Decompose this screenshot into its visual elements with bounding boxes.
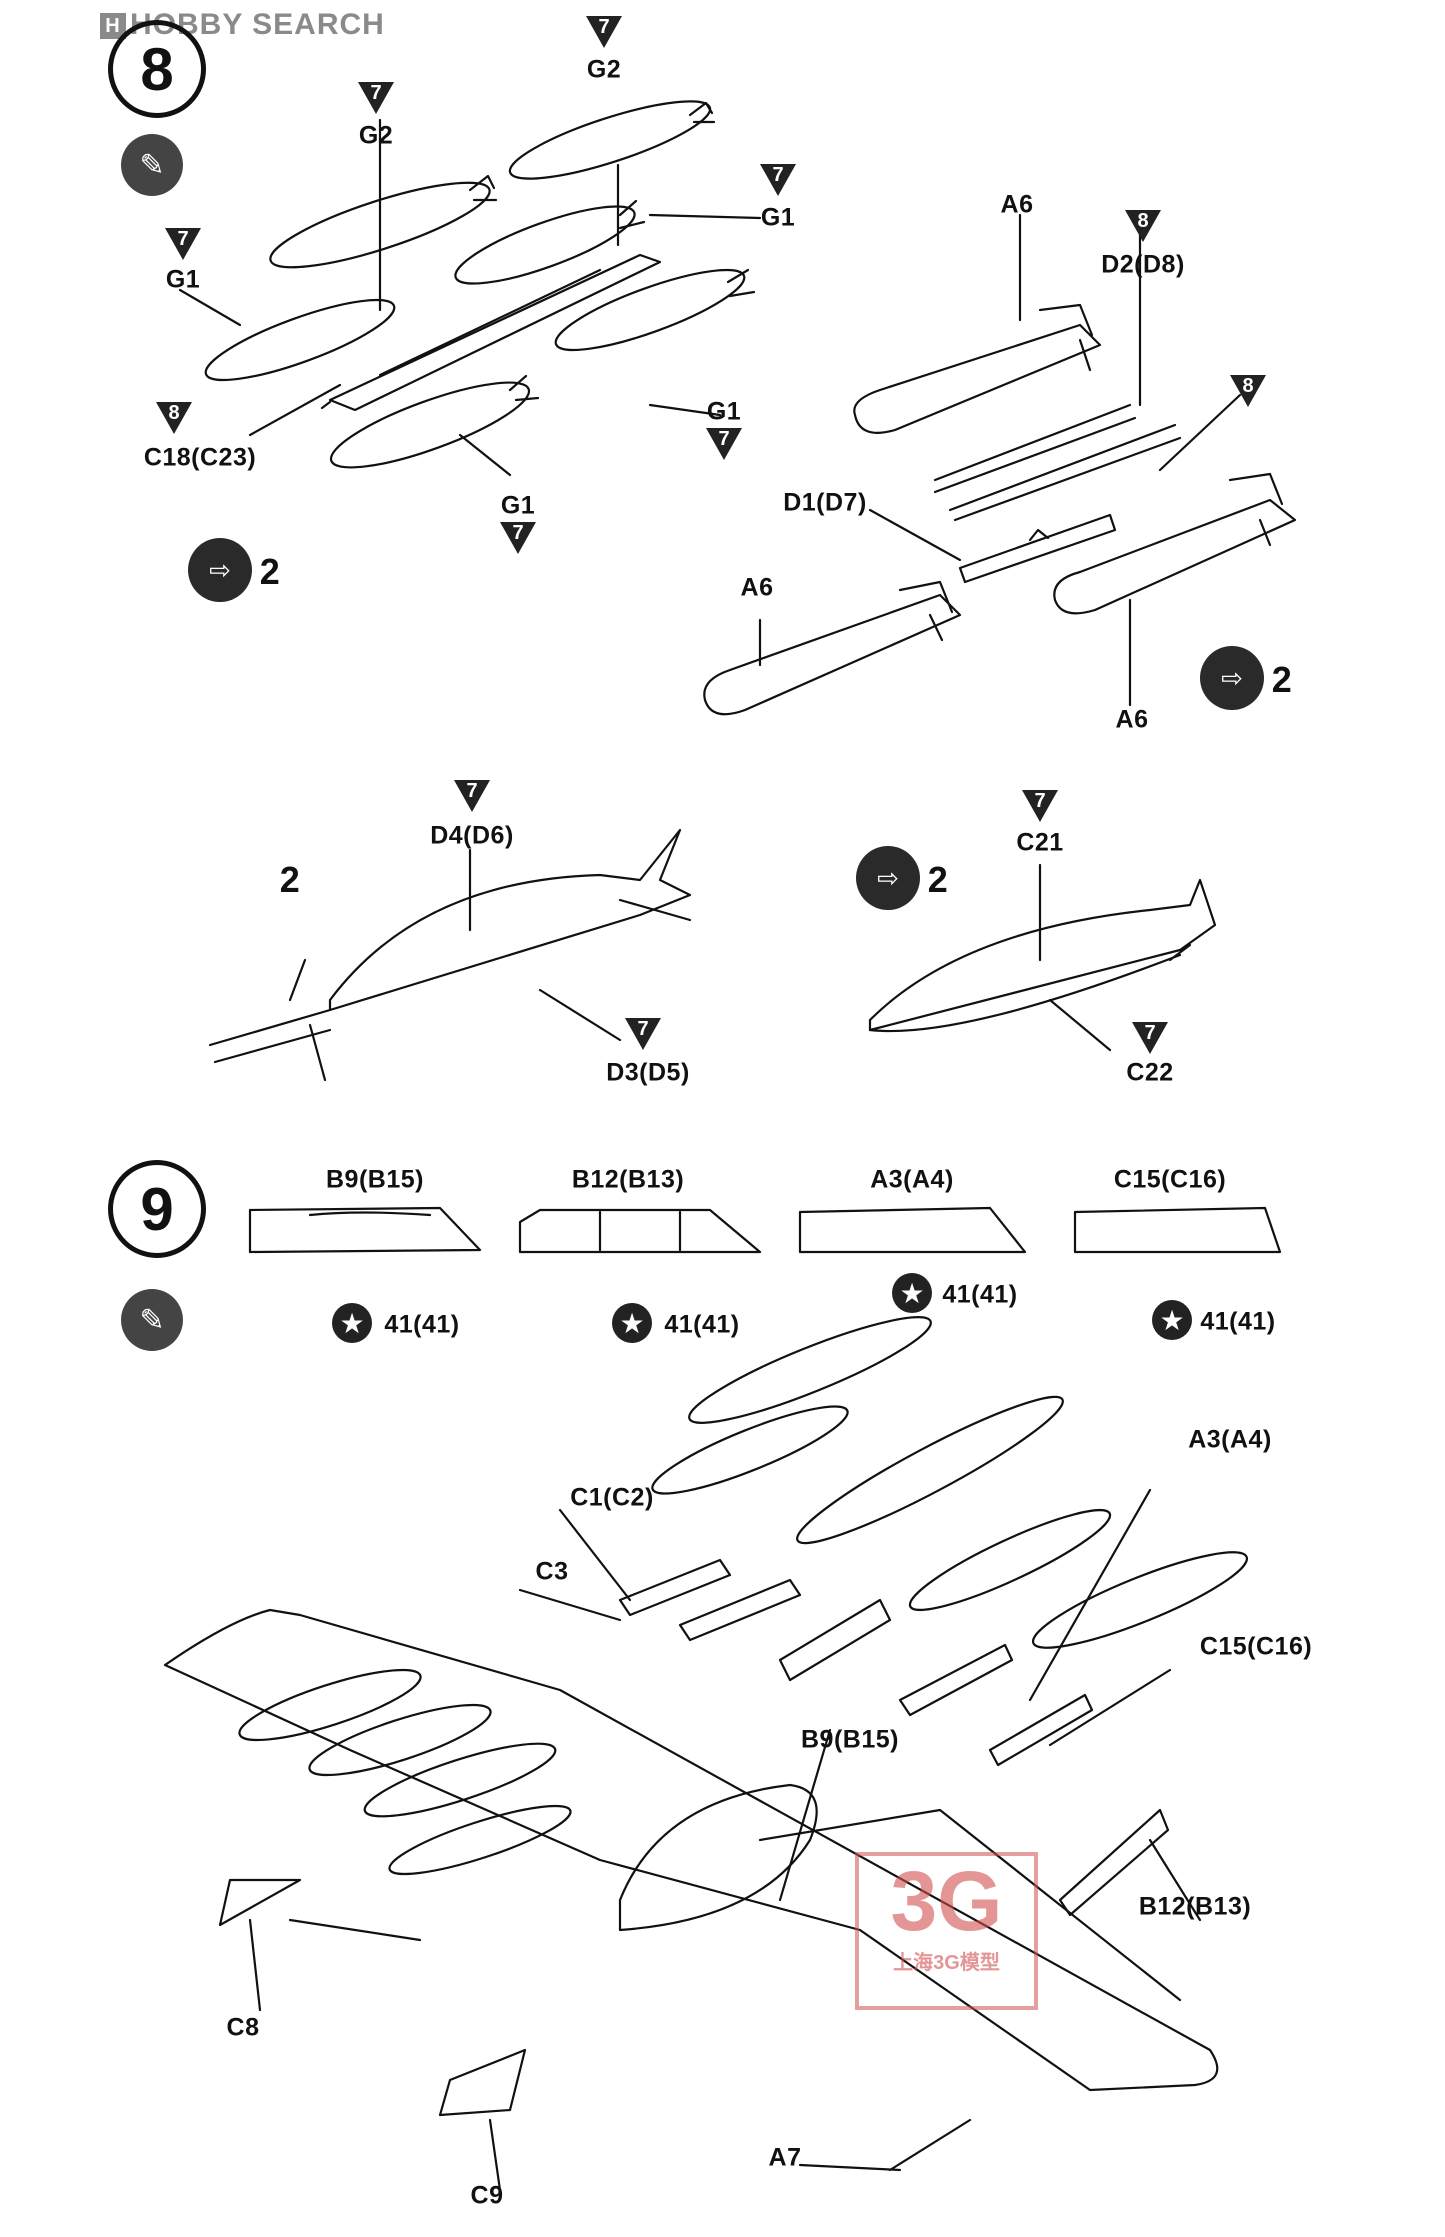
part-label-g2: G2 <box>358 121 394 150</box>
shop-stamp: 3G 上海3G模型 <box>855 1852 1038 2010</box>
sprue-triangle-icon: 8 <box>1125 210 1161 242</box>
repeat-count: 2 <box>259 551 281 592</box>
glue-tube-icon: ✎ <box>121 134 183 196</box>
missile-g1-b <box>454 199 646 285</box>
wing-assembly <box>163 1608 1219 2092</box>
part-label-c21: C21 <box>1016 828 1064 857</box>
panel-label-b12: B12(B13) <box>571 1165 685 1194</box>
repeat-arrows-icon: ⇨ <box>856 846 920 910</box>
part-label-a6: A6 <box>1115 705 1149 734</box>
decal-number: 41(41) <box>664 1310 740 1339</box>
sprue-triangle-icon: 7 <box>358 82 394 114</box>
panel-a3 <box>798 1206 1027 1254</box>
star-decal-icon: ★ <box>612 1303 652 1343</box>
stamp-logo: 3G <box>890 1854 1003 1948</box>
sprue-triangle-icon: 7 <box>165 228 201 260</box>
part-label-b12: B12(B13) <box>1138 1892 1252 1921</box>
step-number-9: 9 <box>108 1160 206 1258</box>
repeat-arrows-icon: ⇨ <box>1200 646 1264 710</box>
missile-a6-right <box>1053 472 1297 615</box>
part-label-c3: C3 <box>535 1557 569 1586</box>
missile-a6-top <box>853 303 1102 434</box>
missile-a6-bottom <box>703 580 962 716</box>
decal-number: 41(41) <box>384 1310 460 1339</box>
panel-c15 <box>1073 1206 1282 1254</box>
panel-label-b9: B9(B15) <box>326 1165 424 1194</box>
part-label-c9: C9 <box>470 2181 504 2210</box>
part-label-d3: D3(D5) <box>606 1058 690 1087</box>
sprue-triangle-icon: 8 <box>156 402 192 434</box>
missile-c21-c22 <box>868 878 1217 1033</box>
panel-b12 <box>518 1208 762 1254</box>
missile-g2-right <box>508 100 716 180</box>
missile-g1-d <box>329 374 540 469</box>
sprue-triangle-icon: 7 <box>706 428 742 460</box>
pylon-c18 <box>320 253 662 412</box>
part-label-g1: G1 <box>760 203 796 232</box>
missile-g2-left <box>269 174 498 269</box>
missile-g1-c <box>554 268 756 352</box>
sprue-triangle-icon: 7 <box>1132 1022 1168 1054</box>
part-label-d1: D1(D7) <box>783 488 867 517</box>
stamp-text: 上海3G模型 <box>893 1952 1000 1974</box>
repeat-count: 2 <box>1271 659 1293 700</box>
panel-b9 <box>248 1206 482 1254</box>
stores-cluster-top <box>651 1316 1249 1649</box>
part-label-c8: C8 <box>226 2013 260 2042</box>
part-label-d2: D2(D8) <box>1101 250 1185 279</box>
sprue-triangle-icon: 7 <box>760 164 796 196</box>
pylon-d1 <box>958 513 1117 584</box>
assembly-lines-8b <box>758 213 1242 707</box>
sprue-triangle-icon: 8 <box>1230 375 1266 407</box>
stores-cluster-left <box>238 1668 572 1876</box>
star-decal-icon: ★ <box>332 1303 372 1343</box>
star-decal-icon: ★ <box>1152 1300 1192 1340</box>
sprue-triangle-icon: 7 <box>500 522 536 554</box>
part-label-b9: B9(B15) <box>801 1725 899 1754</box>
part-label-d4: D4(D6) <box>430 821 514 850</box>
sprue-triangle-icon: 7 <box>454 780 490 812</box>
sprue-triangle-icon: 7 <box>625 1018 661 1050</box>
repeat-count: 2 <box>279 859 301 900</box>
pylons-step9 <box>218 1558 1170 2172</box>
part-label-c18: C18(C23) <box>143 443 257 472</box>
assembly-lines-8a <box>178 118 722 477</box>
part-label-c1: C1(C2) <box>570 1483 654 1512</box>
repeat-arrows-icon: ⇨ <box>188 538 252 602</box>
decal-number: 41(41) <box>1200 1307 1276 1336</box>
sprue-triangle-icon: 7 <box>586 16 622 48</box>
part-label-c15: C15(C16) <box>1199 1632 1313 1661</box>
part-label-g2: G2 <box>586 55 622 84</box>
missile-g1-a <box>204 298 396 382</box>
star-decal-icon: ★ <box>892 1273 932 1313</box>
leader-g1-b <box>648 213 762 220</box>
part-label-a3: A3(A4) <box>1188 1425 1272 1454</box>
decal-number: 41(41) <box>942 1280 1018 1309</box>
assembly-lines-9 <box>248 1488 1202 2192</box>
missile-d4-d3 <box>208 828 692 1082</box>
step-number-8: 8 <box>108 20 206 118</box>
sprue-triangle-icon: 7 <box>1022 790 1058 822</box>
pylon-d2 <box>933 403 1182 522</box>
part-label-g1: G1 <box>706 397 742 426</box>
part-label-a6: A6 <box>740 573 774 602</box>
part-label-g1: G1 <box>165 265 201 294</box>
part-label-g1: G1 <box>500 491 536 520</box>
assembly-lines-8c <box>468 848 1112 1052</box>
part-label-a6: A6 <box>1000 190 1034 219</box>
panel-label-c15: C15(C16) <box>1113 1165 1227 1194</box>
panel-label-a3: A3(A4) <box>870 1165 954 1194</box>
part-label-a7: A7 <box>768 2143 802 2172</box>
part-label-c22: C22 <box>1126 1058 1174 1087</box>
glue-tube-icon: ✎ <box>121 1289 183 1351</box>
repeat-count: 2 <box>927 859 949 900</box>
